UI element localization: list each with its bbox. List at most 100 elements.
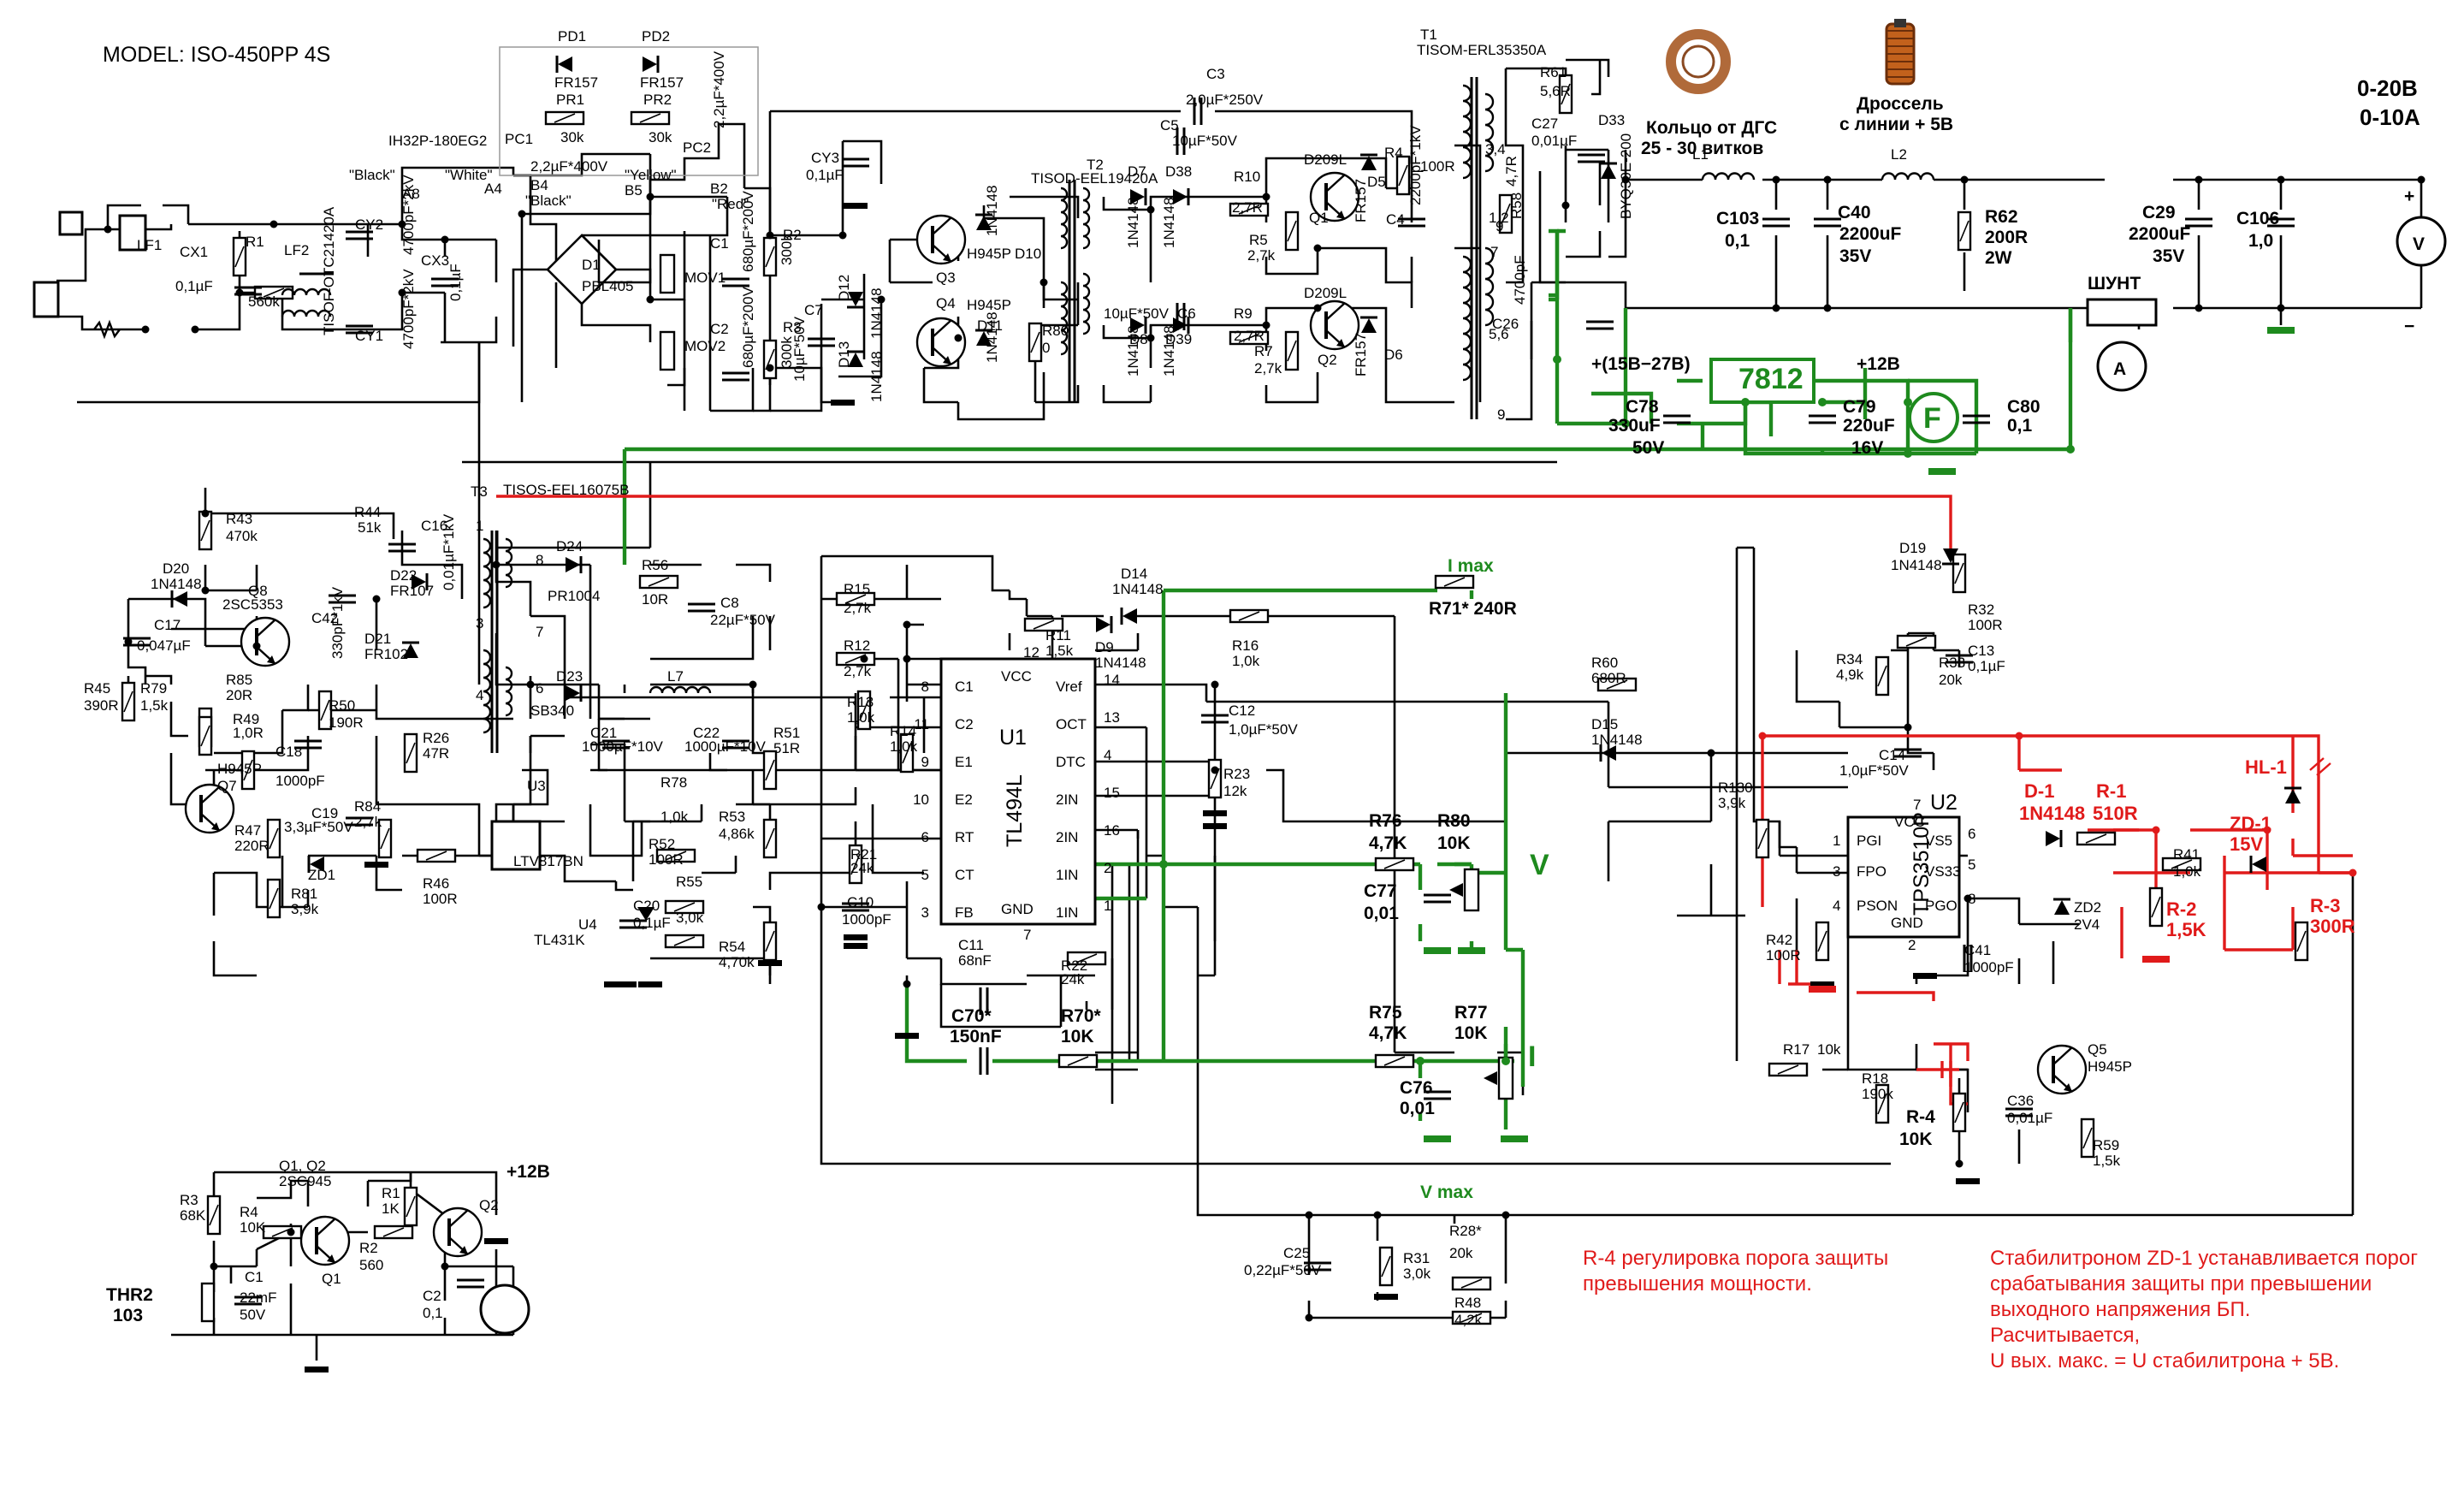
label-u1_pinnum_right.0: 14 [1104,672,1120,688]
wire [1566,60,1602,258]
label-u1_pins_right.0: Vref [1056,679,1082,695]
resistor-r34 [1875,655,1890,697]
label-u1_pins_left.2: E1 [955,754,973,770]
zd1-note-line4: Расчитывается, [1990,1324,2140,1347]
label-imax: I max [1448,556,1494,576]
label-lf1: LF1 [137,237,162,253]
label-r1rv: 510R [2093,803,2138,824]
label-r26: R26 [423,730,449,746]
label-r4: R4 [1384,145,1403,161]
label-r55v: 3,0k [676,910,704,926]
resistor-r71 [1434,574,1475,590]
wire [231,1249,258,1268]
label-u2_pins_right.1: VS33 [1925,863,1961,880]
label-d20v: 1N4148 [151,576,202,592]
label-t2v: TISOD-EEL19420A [1031,170,1158,187]
wire [257,1179,310,1206]
label-c18v: 1000pF [275,773,325,789]
capacitor-cy3 [840,157,871,168]
junction-dot [1211,766,1219,774]
junction-dot [1262,193,1270,201]
ground-symbol [1203,823,1227,829]
junction-dot [270,220,278,228]
junction-dot [2015,732,2023,740]
wire [582,195,729,237]
label-r1v: 560k [248,293,280,310]
modified-wire [1908,378,1979,454]
lf2-coil-a [281,288,332,296]
pot-r80 [1463,868,1480,912]
diode-d-1 [2044,828,2063,849]
label-r2tv: 560 [359,1257,383,1273]
label-r49: R49 [233,711,259,727]
varistor-mov1 [659,253,676,294]
wire [957,372,1045,421]
label-c3: C3 [1206,66,1225,82]
label-r130: R130 [1718,780,1753,796]
label-u1_pins_left.3: E2 [955,791,973,808]
label-c79v.0: 220uF [1843,416,1895,436]
label-black1: "Black" [349,167,395,183]
label-r7: R7 [1254,343,1273,359]
pot-wiper [1484,1071,1497,1085]
varistor-mov2 [659,330,676,371]
label-r79v: 1,5k [140,697,169,714]
label-r28v: 20k [1449,1245,1473,1261]
label-r60v: 680R [1591,670,1626,686]
label-r47: R47 [234,822,261,839]
label-r1: R1 [246,234,264,250]
wire [1145,727,1165,898]
junction-dot [903,655,911,663]
resistor-r26 [403,732,418,774]
label-c77: C77 [1364,881,1397,901]
label-minus: − [2404,317,2414,336]
label-d12-part: 1N4148 [868,288,885,339]
capacitor-c77 [1422,893,1453,904]
protection-wire [1934,1042,1969,1061]
t2-secondary-coil-a [1082,187,1091,250]
label-plus12: +12В [1857,354,1900,374]
wire [359,166,515,226]
label-voltmeter: V [2413,234,2425,254]
junction-dot [104,225,112,234]
label-c10v: 1000pF [842,911,891,928]
label-c6v: 10µF*50V [1104,305,1170,322]
label-q5: Q5 [2088,1041,2107,1058]
wire [212,873,257,977]
wire [753,787,857,806]
wire [820,556,1891,1165]
label-r52v: 100R [649,851,684,868]
resistor-r85 [198,715,213,756]
ground-symbol [638,981,662,987]
junction-dot [1146,334,1155,342]
junction-dot [2277,304,2285,312]
label-c19: C19 [311,805,338,821]
wire [106,204,190,229]
label-c26-value: 4700pF [1512,255,1528,305]
lf2-coil-b [281,309,332,317]
label-red: "Red" [712,196,749,212]
junction-dot [2348,869,2357,877]
label-cy2: CY2 [355,216,383,233]
resistor-r80a [1028,322,1043,363]
t2-secondary-coil-b [1082,272,1091,335]
wire [368,1172,412,1183]
resistor-r62 [1957,210,1972,252]
label-u2-part: TPS3510P [1910,812,1934,916]
wire [212,1265,233,1335]
capacitor-c2t [455,1278,486,1289]
label-c20v: 0,1µF [633,915,671,931]
wire [650,616,755,661]
resistor-r45 [121,681,136,722]
junction-dot [1741,398,1750,406]
label-ammeter: A [2113,359,2126,379]
label-r75: R75 [1369,1003,1402,1023]
label-u2_bottom.0: GND [1891,915,1923,931]
label-c77v: 0,01 [1364,904,1399,923]
label-r9v: 2,7R [1234,328,1265,344]
label-pr2: PR2 [643,92,672,108]
resistor-r54 [762,921,778,962]
junction-dot [1823,304,1832,312]
ground-symbol-green [1424,1135,1451,1142]
wire [770,110,1413,145]
